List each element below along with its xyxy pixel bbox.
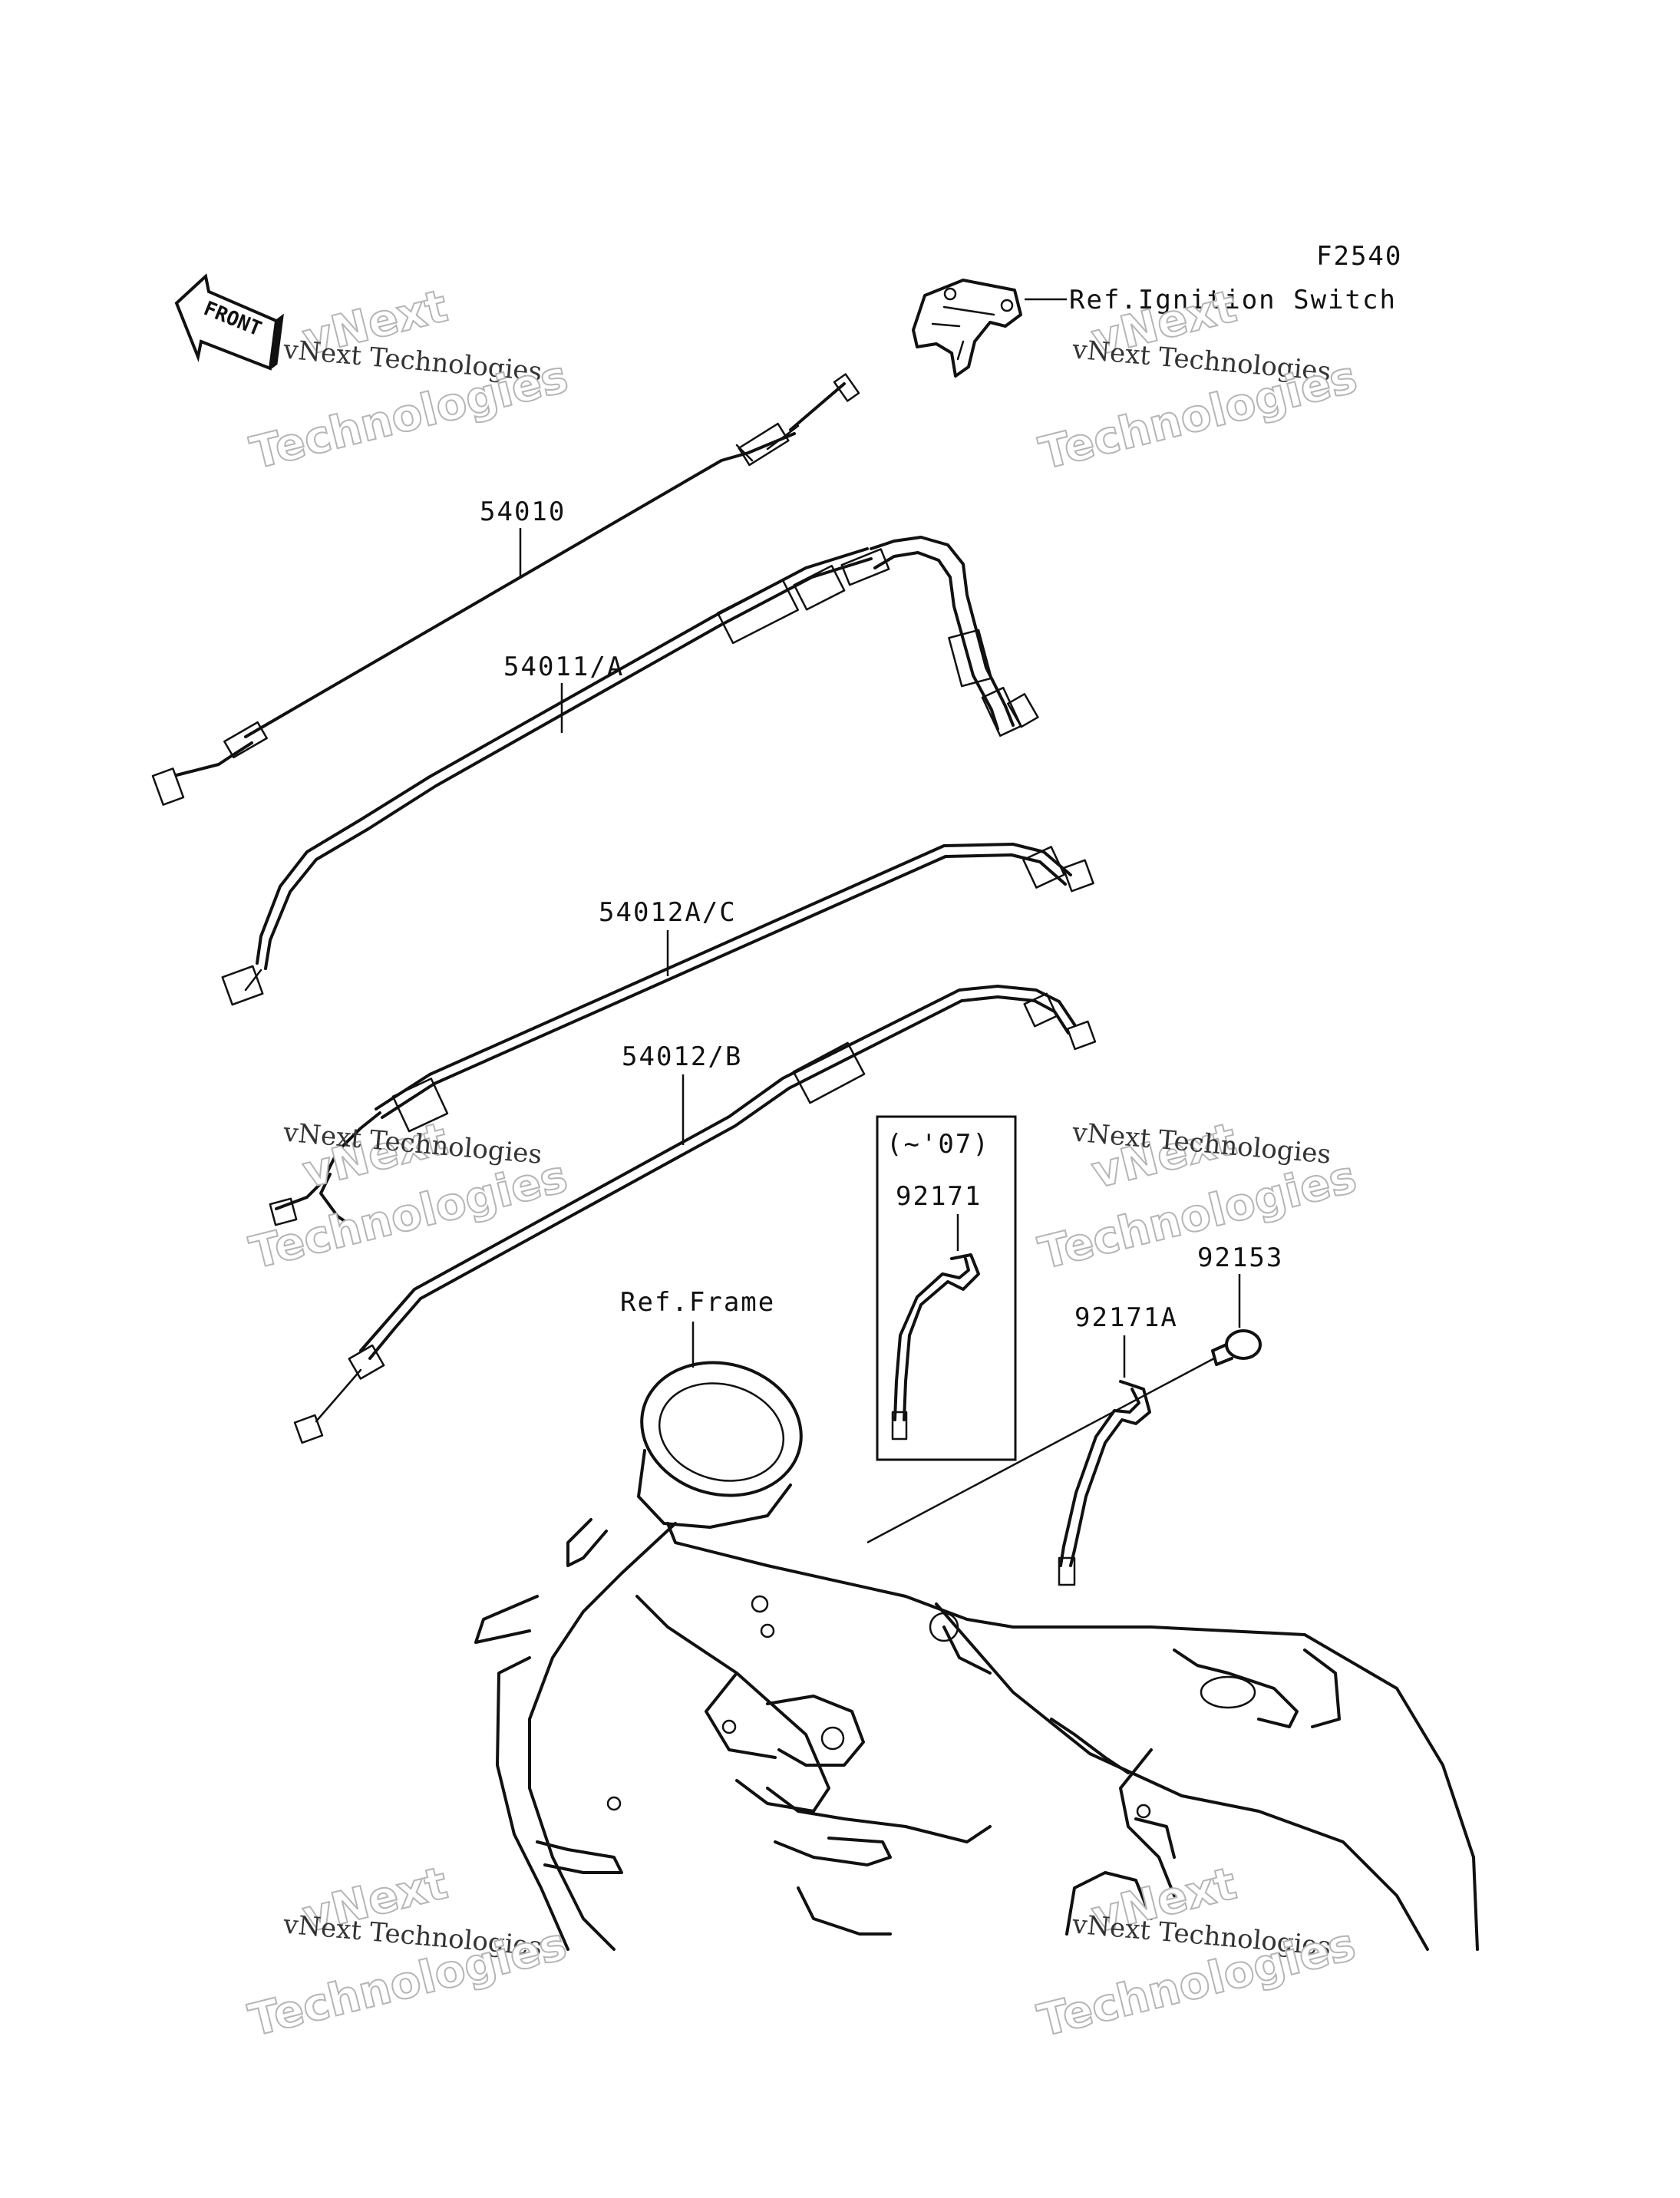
- front-arrow-icon: FRONT: [174, 273, 284, 371]
- part-number-92171: 92171: [896, 1181, 982, 1212]
- watermark-top-left: vNext vNext Technologies Technologies: [245, 279, 574, 480]
- fastener-guide-line: [866, 1357, 1215, 1544]
- figure-code: F2540: [1316, 241, 1402, 272]
- ref-ignition-switch-label: Ref.Ignition Switch: [1069, 285, 1397, 315]
- version-box: [876, 1115, 1017, 1461]
- choke-cable-b: [293, 985, 1097, 1444]
- part-number-54012B: 54012/B: [622, 1041, 742, 1072]
- ignition-switch-bracket-icon: [912, 279, 1022, 378]
- ref-frame-label: Ref.Frame: [620, 1287, 775, 1318]
- frame-icon: [474, 1361, 1479, 1951]
- part-number-54011A: 54011/A: [503, 652, 624, 682]
- throttle-cable-opener: [151, 373, 860, 806]
- part-number-54012AC: 54012A/C: [599, 897, 737, 928]
- part-number-54010: 54010: [480, 497, 566, 527]
- version-note: (~'07): [886, 1129, 990, 1160]
- clamp-icon: [891, 1253, 980, 1441]
- watermark-bottom-left: vNext vNext Technologies Technologies: [243, 1856, 573, 2048]
- part-number-92153: 92153: [1197, 1243, 1283, 1273]
- part-number-92171A: 92171A: [1074, 1302, 1178, 1333]
- watermark-mid-left: vNext vNext Technologies Technologies: [244, 1111, 573, 1279]
- choke-cable-ac: [269, 843, 1094, 1226]
- throttle-cable-closer: [221, 536, 1039, 1006]
- clamp-a-icon: [1058, 1380, 1151, 1586]
- screw-icon: [1211, 1329, 1262, 1366]
